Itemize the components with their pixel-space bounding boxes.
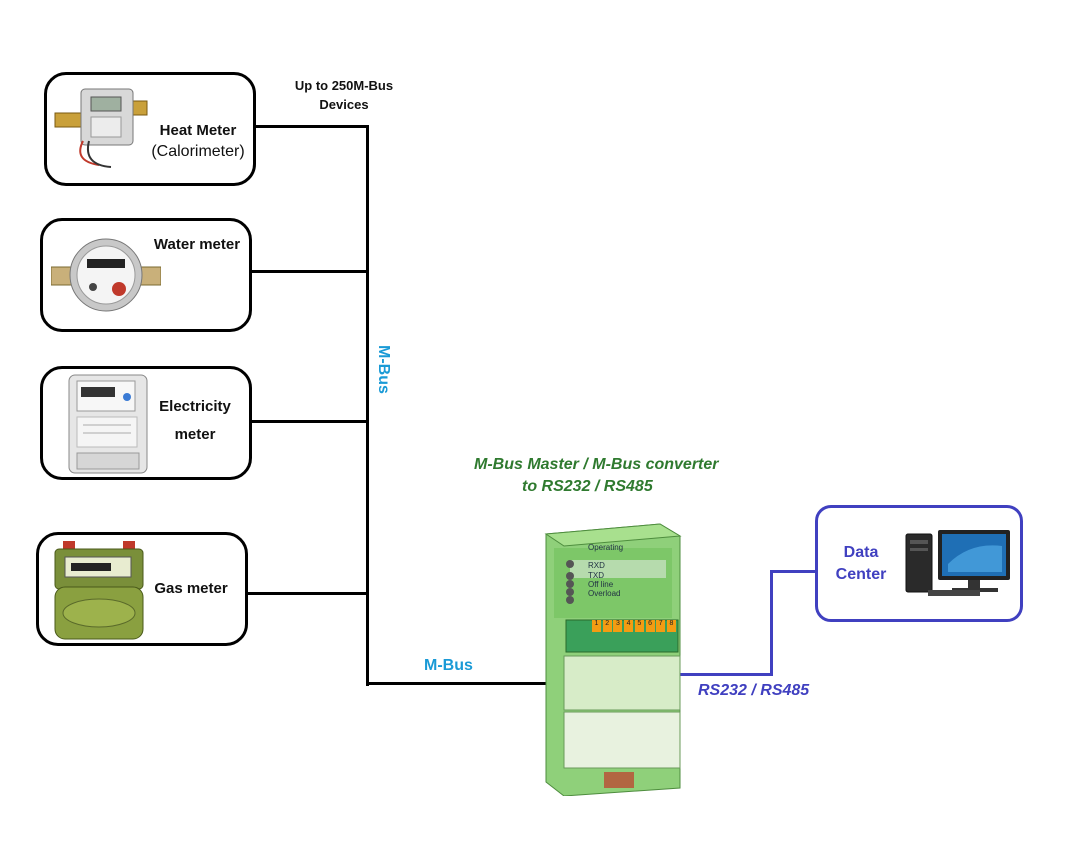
bus-capacity-line2: Devices [319,96,369,112]
electricity-meter-label: Electricity meter [143,393,247,449]
data-center-label: Data Center [828,542,894,587]
bus-capacity-line1: Up to 250M-Bus [294,78,394,93]
water-meter-drop-line [252,270,369,273]
mbus-to-converter-line [366,682,552,685]
data-center-box: Data Center [815,505,1023,622]
gas-meter-box: Gas meter [36,532,248,646]
heat-meter-box: Heat Meter (Calorimeter) [44,72,256,186]
terminal-3: 3 [613,620,623,632]
gas-meter-icon [54,541,144,640]
data-center-line2: Center [835,566,887,584]
terminal-1: 1 [592,620,601,632]
electricity-meter-sub: meter [174,425,216,443]
bus-capacity-note: Up to 250M-Bus Devices [282,77,406,115]
mbus-converter-device: Operating RXD TXD Off line Overload 1 2 … [540,520,690,796]
electricity-meter-drop-line [252,420,369,423]
serial-link-label: RS232 / RS485 [698,682,810,699]
electricity-meter-icon [68,374,148,474]
terminal-2: 2 [602,620,612,632]
terminal-4: 4 [624,620,634,632]
water-meter-icon [51,238,161,312]
serial-link-vertical [770,570,773,676]
serial-link-horizontal-2 [770,570,818,573]
mbus-horizontal-label: M-Bus [424,657,473,674]
heat-meter-drop-line [256,125,369,128]
converter-title-line2: to RS232 / RS485 [522,478,653,496]
terminal-7: 7 [656,620,666,632]
gas-meter-drop-line [248,592,369,595]
converter-terminal-strip: 1 2 3 4 5 6 7 8 [592,620,676,640]
water-meter-label: Water meter [153,236,241,253]
heat-meter-name: Heat Meter [159,122,237,139]
terminal-6: 6 [645,620,655,632]
converter-led-label-1: RXD [588,561,605,570]
converter-led-label-3: Off line [588,580,614,589]
computer-icon [905,530,1010,596]
heat-meter-sub: (Calorimeter) [151,143,245,161]
converter-led-label-0: Operating [588,543,624,552]
terminal-8: 8 [666,620,676,632]
serial-link-horizontal-1 [680,673,772,676]
electricity-meter-box: Electricity meter [40,366,252,480]
mbus-vertical-label: M-Bus [375,345,392,394]
converter-title: M-Bus Master / M-Bus converter to RS232 … [474,454,719,499]
converter-body-icon [544,523,682,796]
converter-title-line1: M-Bus Master / M-Bus converter [474,456,719,473]
data-center-line1: Data [843,544,879,561]
converter-led-label-2: TXD [588,571,604,580]
heat-meter-icon [54,88,148,168]
converter-led-label-4: Overload [588,589,621,598]
terminal-5: 5 [634,620,644,632]
water-meter-box: Water meter [40,218,252,332]
heat-meter-label: Heat Meter (Calorimeter) [143,121,253,163]
gas-meter-label: Gas meter [154,580,228,597]
electricity-meter-name: Electricity [159,398,231,415]
mbus-trunk-line [366,125,369,686]
